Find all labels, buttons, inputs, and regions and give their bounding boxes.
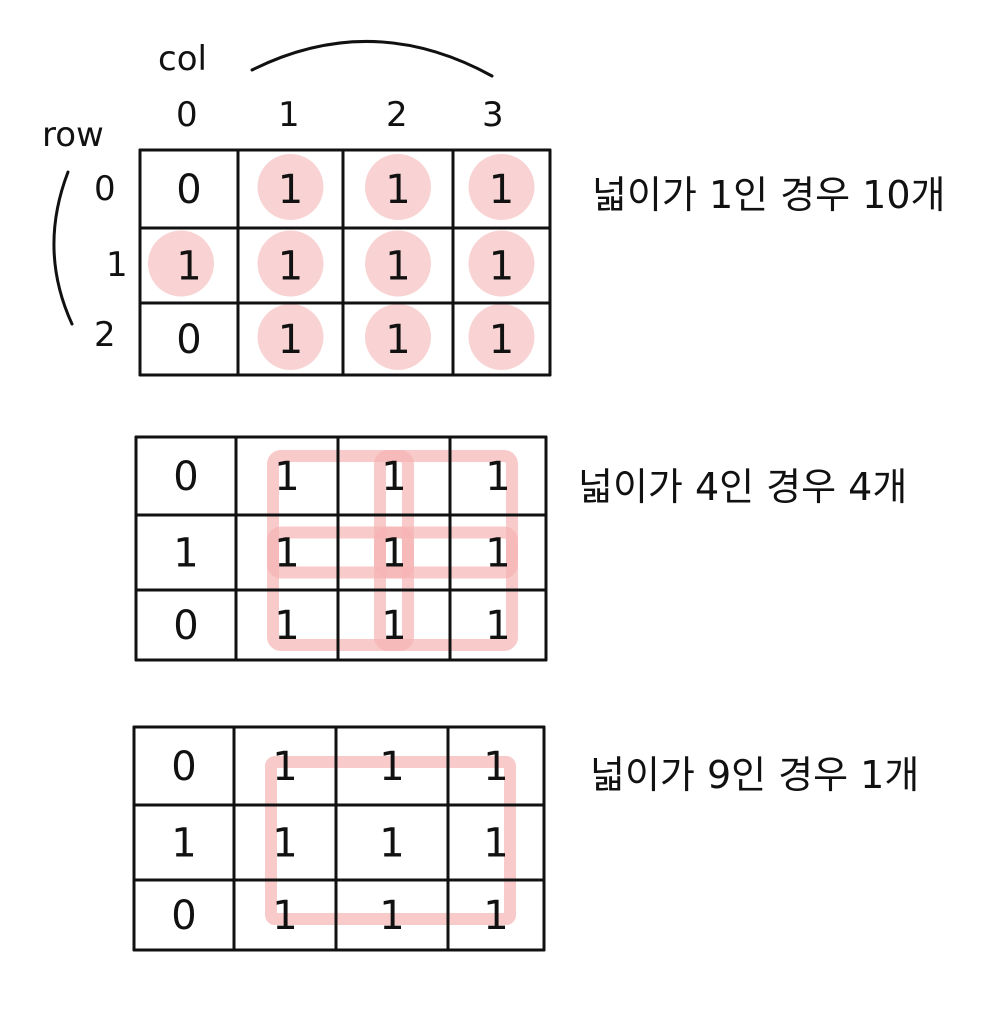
matrix-cell-value: 1 bbox=[485, 454, 510, 500]
col-number: 3 bbox=[482, 95, 504, 135]
matrix-cell-value: 1 bbox=[176, 244, 201, 290]
matrix-cell-value: 1 bbox=[272, 821, 297, 867]
cell-highlight bbox=[365, 304, 431, 370]
matrix-cell-value: 1 bbox=[274, 531, 299, 577]
panel-caption: 넓이가 1인 경우 10개 bbox=[592, 173, 946, 217]
col-numbers: 0 1 2 3 bbox=[176, 95, 504, 135]
matrix-cell-value: 1 bbox=[171, 821, 196, 867]
matrix-cell-value: 1 bbox=[278, 317, 303, 363]
matrix-cell-value: 1 bbox=[483, 893, 508, 939]
row-number: 0 bbox=[94, 169, 116, 209]
matrix-cell-value: 1 bbox=[489, 317, 514, 363]
matrix-cell-value: 1 bbox=[483, 821, 508, 867]
panel-caption: 넓이가 4인 경우 4개 bbox=[578, 465, 907, 509]
square-highlight bbox=[265, 756, 516, 925]
matrix-cell-value: 1 bbox=[385, 244, 410, 290]
matrix-cell-value: 1 bbox=[485, 531, 510, 577]
panel-area-1: 0 1 1 1 1 1 1 1 0 1 1 1 넓이가 1인 경우 10개 bbox=[138, 148, 946, 377]
matrix-cell-value: 1 bbox=[385, 167, 410, 213]
cell-highlight bbox=[257, 154, 324, 220]
col-number: 1 bbox=[278, 95, 300, 135]
matrix-cell-value: 1 bbox=[274, 603, 299, 649]
matrix-cell-value: 1 bbox=[489, 244, 514, 290]
row-number: 1 bbox=[106, 245, 128, 285]
panel-area-9: 0 1 1 1 1 1 1 1 0 1 1 1 넓이가 9인 경우 1개 bbox=[132, 725, 919, 952]
matrix-cell-value: 0 bbox=[171, 744, 196, 790]
matrix-cell-value: 0 bbox=[173, 603, 198, 649]
panel-caption: 넓이가 9인 경우 1개 bbox=[590, 753, 919, 797]
cell-highlight bbox=[468, 304, 535, 370]
cell-highlight bbox=[365, 230, 431, 297]
cell-highlight bbox=[468, 230, 535, 297]
matrix-cell-value: 0 bbox=[173, 454, 198, 500]
row-axis-label: row bbox=[42, 115, 104, 155]
matrix-cell-value: 1 bbox=[381, 603, 406, 649]
panel-area-4: 0 1 1 1 1 1 1 1 0 1 1 1 넓이가 4인 경우 4개 bbox=[134, 435, 907, 662]
col-axis-label: col bbox=[158, 39, 207, 79]
matrix-cell-value: 1 bbox=[278, 244, 303, 290]
cell-highlight bbox=[257, 230, 324, 297]
matrix-cell-value: 0 bbox=[176, 167, 201, 213]
matrix-cell-value: 1 bbox=[489, 167, 514, 213]
row-numbers: 0 1 2 bbox=[94, 169, 128, 355]
matrix-cell-value: 1 bbox=[278, 167, 303, 213]
matrix-cell-value: 1 bbox=[483, 744, 508, 790]
matrix-cell-value: 1 bbox=[379, 893, 404, 939]
col-number: 0 bbox=[176, 95, 198, 135]
row-number: 2 bbox=[94, 315, 116, 355]
cell-highlight bbox=[257, 304, 324, 370]
matrix-cell-value: 0 bbox=[176, 317, 201, 363]
col-axis-arc bbox=[250, 39, 494, 78]
matrix-cell-value: 0 bbox=[171, 893, 196, 939]
matrix-cell-value: 1 bbox=[385, 317, 410, 363]
cell-highlight bbox=[468, 154, 535, 220]
row-axis-arc bbox=[52, 170, 74, 326]
matrix-cell-value: 1 bbox=[272, 893, 297, 939]
matrix-cell-value: 1 bbox=[381, 531, 406, 577]
matrix-cell-value: 1 bbox=[274, 454, 299, 500]
matrix-cell-value: 1 bbox=[379, 744, 404, 790]
cell-highlight bbox=[365, 154, 431, 220]
matrix-cell-value: 1 bbox=[272, 744, 297, 790]
col-number: 2 bbox=[386, 95, 408, 135]
matrix-cell-value: 1 bbox=[485, 603, 510, 649]
matrix-cell-value: 1 bbox=[381, 454, 406, 500]
matrix-cell-value: 1 bbox=[379, 821, 404, 867]
matrix-cell-value: 1 bbox=[173, 531, 198, 577]
cell-highlight bbox=[148, 230, 214, 297]
